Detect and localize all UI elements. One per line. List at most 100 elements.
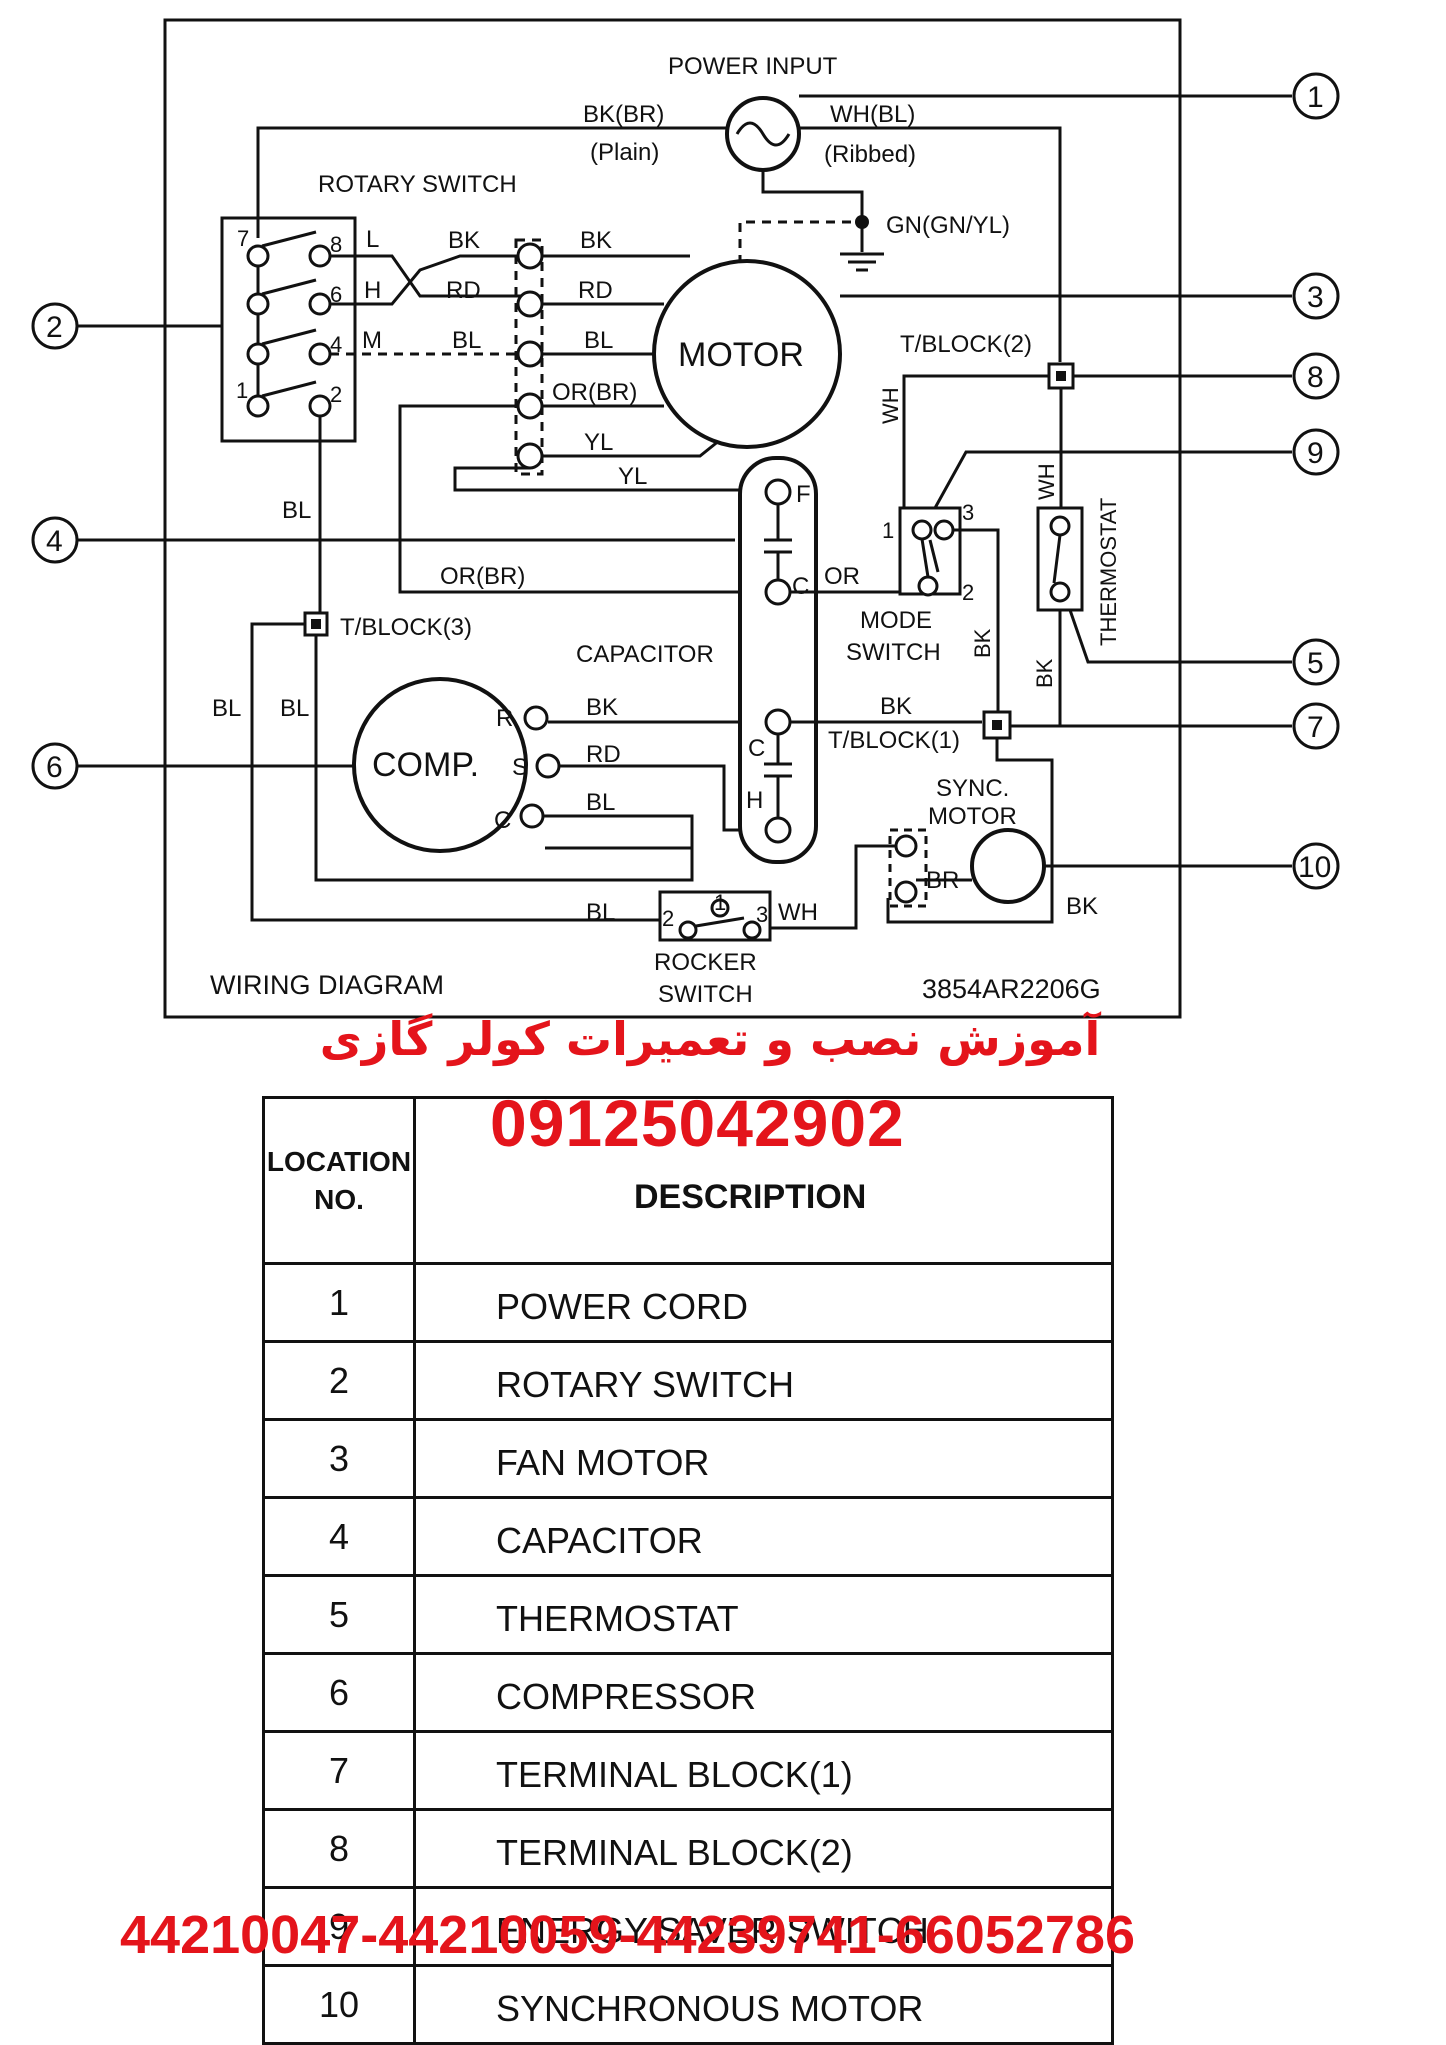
wire-label-bk-1: BK [448,227,480,254]
sync-motor-label-2: MOTOR [928,803,1017,830]
rotary-terminal-7: 7 [237,226,249,251]
wire-callout-9 [933,450,1292,509]
connector-terminals [516,242,544,470]
wire-label-bk-7: BK [1066,893,1098,920]
wire-label-bk-6: BK [1032,658,1057,688]
wire-label-or: OR [824,563,860,590]
promo-title: آموزش نصب و تعمیرات کولر گازی [319,1012,1101,1066]
legend-location-number: 4 [262,1496,416,1577]
compressor-terminal-r: R [496,705,513,732]
footer-phone-numbers: 44210047-44210059-44239741-66052786 [120,1905,1135,1965]
mode-switch-label-2: SWITCH [846,639,941,666]
terminal-block-3-label: T/BLOCK(3) [340,614,472,641]
diagram-part-number: 3854AR2206G [922,974,1101,1004]
legend-header-location-line2: NO. [314,1183,364,1215]
wire-label-bl-4: BL [280,695,309,722]
power-right-wire-label: WH(BL) [830,101,915,128]
speed-label-h: H [364,277,381,304]
svg-text:1: 1 [1307,81,1324,114]
wire-label-yl-2: YL [618,463,647,490]
promo-phone: 09125042902 [490,1086,905,1160]
sync-motor [970,828,1046,904]
svg-text:9: 9 [1307,437,1324,470]
wiring-diagram: POWER INPUT BK(BR) (Plain) WH(BL) (Ribbe… [31,18,1340,1019]
rotary-terminal-4: 4 [330,332,342,357]
capacitor-terminal-f: F [796,481,811,508]
svg-text:2: 2 [46,311,63,344]
rocker-terminal-1: 1 [714,890,726,915]
wire-label-rd-2: RD [578,277,613,304]
capacitor-label: CAPACITOR [576,641,714,668]
legend-description: COMPRESSOR [413,1652,1114,1733]
compressor-terminal-s: S [512,754,528,781]
legend-location-number: 1 [262,1262,416,1343]
speed-label-l: L [366,226,379,253]
mode-terminal-1: 1 [882,518,894,543]
wire-label-wh-3: WH [778,899,818,926]
wire-or-br-cap [398,404,780,594]
wire-label-bl-2: BL [584,327,613,354]
wire-tblock3-left [250,622,660,922]
rotary-terminal-2: 2 [330,382,342,407]
capacitor-terminal-h: H [746,787,763,814]
wire-label-wh-1: WH [878,387,903,424]
wire-speed-high [330,254,528,306]
svg-text:5: 5 [1307,647,1324,680]
diagram-frame [163,18,1182,1019]
thermostat-label: THERMOSTAT [1096,498,1121,646]
rotary-switch-contacts [246,230,332,418]
wire-label-or-br-2: OR(BR) [440,563,525,590]
rocker-switch-label-2: SWITCH [658,981,753,1008]
wire-yl-cap [453,466,780,492]
svg-text:3: 3 [1307,281,1324,314]
legend-description: SYNCHRONOUS MOTOR [413,1964,1114,2045]
rocker-terminal-3: 3 [756,902,768,927]
mode-terminal-3: 3 [962,500,974,525]
wire-label-bl-5: BL [586,789,615,816]
legend-description: CAPACITOR [413,1496,1114,1577]
legend-location-number: 3 [262,1418,416,1499]
rotary-terminal-1: 1 [236,378,248,403]
legend-location-number: 7 [262,1730,416,1811]
motor-label: MOTOR [678,336,804,374]
wire-speed-low [330,254,528,298]
capacitor-symbol-bottom [764,734,792,818]
wire-power-right [799,126,1062,362]
wire-comp-c [544,814,694,848]
svg-text:7: 7 [1307,711,1324,744]
wire-label-wh-2: WH [1034,463,1059,500]
wire-motor-yl [542,438,721,458]
legend-description: ROTARY SWITCH [413,1340,1114,1421]
capacitor-terminal-c-bottom: C [748,735,765,762]
legend-header-row: LOCATION NO. DESCRIPTION [262,1096,1114,1265]
rotary-terminal-6: 6 [330,282,342,307]
wire-label-bk-3: BK [586,694,618,721]
wire-mode-tblock1 [954,528,1000,712]
wire-ground-dashed [738,220,862,264]
rocker-terminal-2: 2 [662,906,674,931]
wire-sync-rocker [762,844,896,930]
wire-tblock3-down [314,635,694,882]
legend-description: FAN MOTOR [413,1418,1114,1499]
rotary-switch-body [220,216,357,443]
speed-label-m: M [362,327,382,354]
legend-location-number: 5 [262,1574,416,1655]
legend-location-number: 6 [262,1652,416,1733]
wire-label-bk-4: BK [880,693,912,720]
legend-description: TERMINAL BLOCK(2) [413,1808,1114,1889]
wire-label-br: BR [926,867,959,894]
legend-location-number: 2 [262,1340,416,1421]
wire-label-bl-3: BL [212,695,241,722]
legend-location-number: 10 [262,1964,416,2045]
compressor-terminal-c: C [494,807,511,834]
connector-block [514,238,544,476]
